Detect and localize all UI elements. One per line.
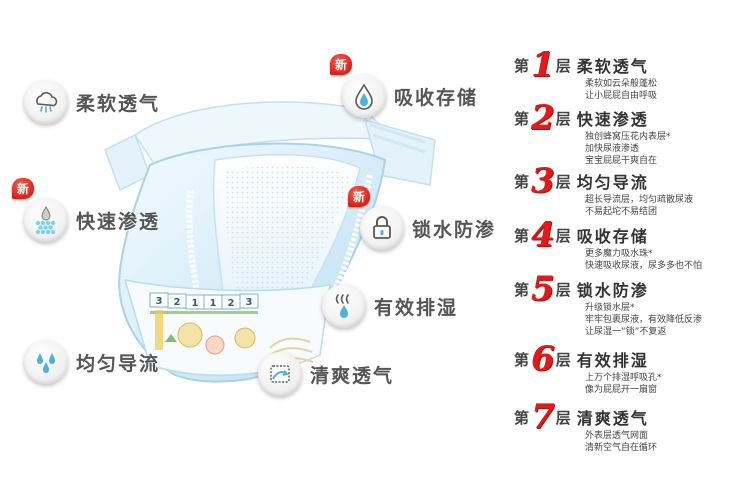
waist-number: 1 (210, 298, 217, 309)
feature-absorb: 新 吸收存储 (330, 54, 479, 118)
layer-item: 第 5 层 锁水防渗 升级锁水层* 牢牢包裹尿液，有效降低反渗 让尿湿一“锁”不… (514, 270, 750, 338)
waist-number: 3 (156, 296, 163, 307)
layer-number: 7 (531, 397, 555, 437)
layer-item: 第 4 层 吸收存储 更多魔力吸水珠* 快速吸收尿液，尿多多也不怕 (514, 216, 750, 272)
layer-description: 外表层透气网面 清新空气自在循环 (585, 431, 658, 453)
feature-label: 柔软透气 (76, 92, 161, 115)
layer-number: 5 (531, 269, 555, 309)
feature-label: 吸收存储 (394, 86, 479, 109)
waist-number: 3 (246, 297, 253, 308)
feature-lock: 新 锁水防渗 (348, 186, 497, 250)
lock-icon: 新 (348, 186, 404, 250)
feature-label: 有效排湿 (374, 296, 459, 319)
new-badge: 新 (348, 186, 371, 207)
airflow-icon (258, 352, 302, 396)
feature-soft: 柔软透气 (24, 80, 160, 124)
layer-description: 更多魔力吸水珠* 快速吸收尿液，尿多多也不怕 (585, 249, 703, 271)
layer-description: 独创蜂窝压花内表层* 加快尿液渗透 宝宝屁屁干爽自在 (585, 132, 671, 166)
layer-number: 4 (531, 215, 555, 255)
layer-number: 1 (531, 45, 555, 85)
layer-item: 第 1 层 柔软透气 柔软如云朵般蓬松 让小屁屁自由呼吸 (514, 46, 750, 102)
feature-label: 快速渗透 (76, 210, 161, 233)
layer-item: 第 2 层 快速渗透 独创蜂窝压花内表层* 加快尿液渗透 宝宝屁屁干爽自在 (514, 99, 750, 167)
waist-number: 2 (174, 297, 181, 308)
drops-icon (24, 340, 68, 384)
layer-item: 第 3 层 均匀导流 超长导流层，均匀疏散尿液 不易起坨不易结团 (514, 162, 750, 218)
feature-label: 清爽透气 (310, 364, 395, 387)
layer-description: 升级锁水层* 牢牢包裹尿液，有效降低反渗 让尿湿一“锁”不复返 (585, 303, 703, 337)
diaper-illustration: 3 2 1 1 2 3 (104, 101, 436, 383)
layer-title: 均匀导流 (576, 173, 649, 192)
waist-number: 1 (192, 298, 199, 309)
feature-even: 均匀导流 (24, 340, 160, 384)
waist-number-strip: 3 2 1 1 2 3 (149, 292, 259, 314)
layer-description: 超长导流层，均匀疏散尿液 不易起坨不易结团 (585, 195, 694, 217)
layer-item: 第 7 层 清爽透气 外表层透气网面 清新空气自在循环 (514, 398, 750, 454)
feature-fresh: 清爽透气 (258, 352, 394, 396)
feature-dry: 有效排湿 (322, 284, 458, 328)
layer-number: 6 (531, 339, 555, 379)
layer-title: 柔软透气 (576, 57, 649, 76)
cloud-icon (24, 80, 68, 124)
layer-title: 有效排湿 (576, 351, 649, 370)
layer-title: 清爽透气 (576, 409, 649, 428)
new-badge: 新 (330, 54, 353, 75)
steam-drop-icon (322, 284, 366, 328)
feature-label: 锁水防渗 (412, 218, 497, 241)
layer-title: 吸收存储 (576, 227, 649, 246)
layer-item: 第 6 层 有效排湿 上万个排湿呼吸孔* 像为屁屁开一扇窗 (514, 340, 750, 396)
layer-title: 快速渗透 (576, 110, 649, 129)
feature-fast: 新 快速渗透 (12, 178, 161, 242)
drop-dots-icon: 新 (12, 178, 68, 242)
waist-number: 2 (228, 298, 235, 309)
droplet-icon: 新 (330, 54, 386, 118)
layer-description: 上万个排湿呼吸孔* 像为屁屁开一扇窗 (585, 373, 662, 395)
layer-title: 锁水防渗 (576, 281, 649, 300)
layer-number: 2 (531, 98, 555, 138)
feature-label: 均匀导流 (76, 352, 161, 375)
new-badge: 新 (12, 178, 35, 199)
layer-description: 柔软如云朵般蓬松 让小屁屁自由呼吸 (585, 79, 658, 101)
layer-number: 3 (531, 161, 555, 201)
